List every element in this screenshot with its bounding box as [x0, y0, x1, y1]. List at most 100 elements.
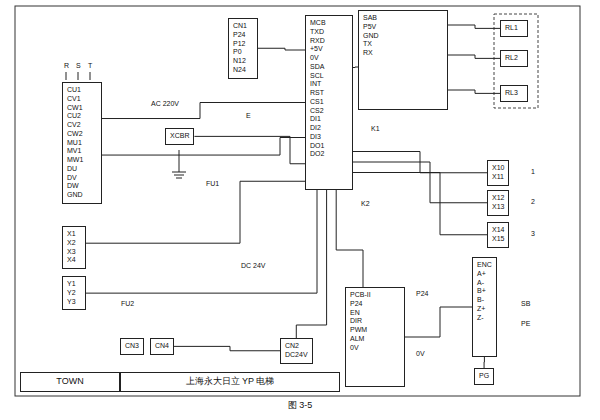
wire-connector [353, 162, 487, 203]
terminal-block: Y1Y2Y3 [62, 276, 86, 310]
pin-label: P24 [350, 300, 400, 309]
phase-label: R [63, 62, 70, 69]
pin-label: Y3 [67, 298, 81, 307]
pin-label: X11 [492, 173, 504, 182]
wire-connector [86, 190, 317, 293]
pin-label: TOWN [56, 376, 83, 387]
relay-label: K2 [360, 200, 371, 207]
title-cell: TOWN [20, 372, 120, 392]
pulse-generator: PG [474, 368, 494, 385]
pin-label: MCB [310, 19, 348, 28]
encoder-block: ENCA+A-B+B-Z+Z- [472, 257, 497, 357]
pin-label: X14 [492, 226, 504, 235]
pin-label: RL2 [505, 54, 523, 63]
breaker-box: XCBR [165, 128, 194, 145]
relay-label: K1 [370, 125, 381, 132]
pin-label: PG [479, 372, 489, 381]
pin-label: PCB-II [350, 291, 400, 300]
pin-label: RL1 [505, 24, 523, 33]
wire-connector [194, 136, 305, 163]
pin-label: DI1 [310, 115, 348, 124]
terminal-block: X1X2X3X4 [62, 226, 86, 269]
pin-label: DI3 [310, 133, 348, 142]
pin-label: X2 [67, 239, 81, 248]
pin-label: B- [477, 296, 492, 305]
pin-label: +5V [310, 45, 348, 54]
pin-label: MU1 [67, 139, 97, 148]
pin-label: 0V [310, 54, 348, 63]
pin-label: DV [67, 174, 97, 183]
pin-label: CW2 [67, 130, 97, 139]
pin-label: X12 [492, 194, 504, 203]
wire-connector [353, 173, 487, 235]
pin-label: 上海永大日立 YP 电梯 [186, 376, 275, 387]
pin-label: MW1 [67, 156, 97, 165]
terminal-block: X10X11 [487, 160, 509, 186]
pin-label: DU [67, 165, 97, 174]
pin-label: CS1 [310, 98, 348, 107]
pin-label: X15 [492, 235, 504, 244]
terminal-block: CU1CV1CW1CU2CV2CW2MU1MV1MW1DUDVDWGND [62, 82, 102, 204]
pin-label: GND [67, 191, 97, 200]
pin-label: Y1 [67, 280, 81, 289]
pin-label: DW [67, 182, 97, 191]
pin-label: RST [310, 89, 348, 98]
connector-block: CN1P24P12P0N12N24 [228, 18, 258, 79]
relay-box: RL2 [500, 50, 528, 67]
wire-connector [484, 357, 485, 368]
pin-label: MV1 [67, 147, 97, 156]
pin-label: CV2 [67, 121, 97, 130]
pin-label: P24 [233, 31, 253, 40]
relay-group-outline [494, 14, 538, 108]
pin-label: CV1 [67, 95, 97, 104]
drive-board: PCB-IIP24ENDIRPWMALM0V [345, 287, 405, 387]
pin-label: TX [363, 40, 443, 49]
phase-label: T [87, 62, 93, 69]
relay-box: RL3 [500, 85, 528, 102]
signal-label: P24 [415, 290, 429, 297]
pin-label: CU1 [67, 86, 97, 95]
wire-connector [448, 90, 500, 93]
pin-label: CN1 [233, 22, 253, 31]
wire-connector [86, 181, 305, 243]
pin-label: P0 [233, 48, 253, 57]
wire-connector [336, 190, 363, 287]
pin-label: DC24V [285, 351, 308, 360]
wire-connector [102, 103, 305, 119]
title-cell: 上海永大日立 YP 电梯 [120, 372, 340, 392]
pin-label: GND [363, 32, 443, 41]
pin-label: X3 [67, 248, 81, 257]
pin-label: SAB [363, 14, 443, 23]
pin-label: DI2 [310, 124, 348, 133]
pin-label: RX [363, 49, 443, 58]
wire-connector [405, 307, 472, 337]
wire-connector [258, 48, 305, 50]
pin-label: X13 [492, 203, 504, 212]
signal-label: SB [520, 300, 531, 307]
pin-label: ENC [477, 261, 492, 270]
pin-label: X10 [492, 164, 504, 173]
pin-label: CN2 [285, 342, 308, 351]
wire-connector [174, 346, 280, 350]
pin-label: SDA [310, 63, 348, 72]
pin-label: TXD [310, 28, 348, 37]
pin-label: CS2 [310, 107, 348, 116]
wire-connector [296, 190, 326, 338]
relay-box: RL1 [500, 20, 528, 37]
connector-block: CN4 [150, 338, 174, 355]
pin-label: Z+ [477, 305, 492, 314]
pin-label: SCL [310, 72, 348, 81]
pin-label: RL3 [505, 89, 523, 98]
pin-label: P12 [233, 40, 253, 49]
pin-label: DIR [350, 317, 400, 326]
earth-label: E [245, 112, 252, 119]
wire-connector [448, 25, 500, 28]
pin-label: N12 [233, 57, 253, 66]
pin-label: A+ [477, 270, 492, 279]
callout-number: 1 [530, 168, 536, 175]
pin-label: Z- [477, 314, 492, 323]
pin-label: RXD [310, 37, 348, 46]
voltage-label: DC 24V [240, 262, 267, 269]
frame-border [15, 6, 580, 396]
pin-label: DO1 [310, 142, 348, 151]
